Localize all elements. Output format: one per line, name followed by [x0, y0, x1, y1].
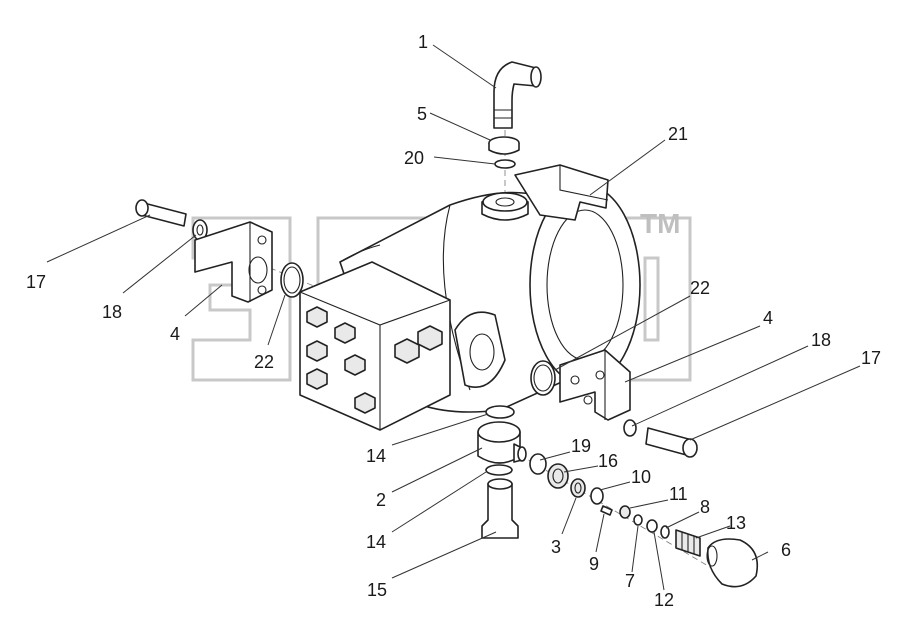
part-20-o-ring [494, 159, 516, 169]
callout-11: 11 [669, 484, 688, 504]
part-14-top-o-ring [485, 405, 515, 419]
callout-2: 2 [376, 490, 386, 510]
part-21-bracket [514, 164, 609, 221]
callout-15: 15 [367, 580, 387, 600]
part-6-cap [706, 538, 759, 588]
part-12-washer [646, 519, 658, 533]
housing-flange [454, 311, 506, 388]
part-2-banjo-fitting [477, 421, 527, 464]
bolt-heads [306, 306, 443, 414]
callout-14-top: 14 [366, 446, 386, 466]
callout-6: 6 [781, 540, 791, 560]
part-18-left-washer [192, 219, 208, 241]
callout-22-left: 22 [254, 352, 274, 372]
part-22-left-seal [280, 262, 304, 298]
callout-3: 3 [551, 537, 561, 557]
callout-4-right: 4 [763, 308, 773, 328]
part-22-right-seal [530, 360, 556, 396]
callout-18-left: 18 [102, 302, 122, 322]
part-15-banjo-bolt [481, 478, 519, 539]
callout-17-right: 17 [861, 348, 881, 368]
part-5-nut [488, 136, 520, 155]
part-4-right-bracket [559, 349, 631, 421]
callout-14-bottom: 14 [366, 532, 386, 552]
callout-5: 5 [417, 104, 427, 124]
callout-21: 21 [668, 124, 688, 144]
part-18-right-washer [623, 419, 637, 437]
callout-16: 16 [598, 451, 618, 471]
part-4-left-bracket [194, 221, 273, 303]
callout-17-left: 17 [26, 272, 46, 292]
callout-20: 20 [404, 148, 424, 168]
callout-22-right: 22 [690, 278, 710, 298]
part-11-spring [619, 505, 631, 519]
part-9-pin [600, 505, 613, 516]
part-13-threaded-body [675, 529, 701, 557]
part-17-right-bolt [645, 427, 698, 458]
callout-8: 8 [700, 497, 710, 517]
callout-10: 10 [631, 467, 651, 487]
top-port-boss [481, 192, 529, 221]
part-3-ring [570, 478, 586, 498]
callout-18-right: 18 [811, 330, 831, 350]
leader-lines [46, 44, 861, 591]
part-1-elbow-fitting [493, 61, 542, 129]
callout-1: 1 [418, 32, 428, 52]
callout-19: 19 [571, 436, 591, 456]
callout-13: 13 [726, 513, 746, 533]
part-8-seal [660, 525, 670, 539]
callout-12: 12 [654, 590, 674, 610]
watermark-tm: TM [640, 208, 680, 239]
callout-7: 7 [625, 571, 635, 591]
part-17-left-bolt [135, 199, 187, 227]
part-16-sleeve [547, 463, 569, 489]
valve-block [299, 261, 451, 431]
callout-9: 9 [589, 554, 599, 574]
callout-labels: 1 5 20 21 17 18 4 22 22 4 18 17 14 19 16… [26, 32, 881, 610]
callout-4-left: 4 [170, 324, 180, 344]
part-14-bottom-o-ring [485, 464, 513, 476]
part-7-ball [633, 514, 643, 526]
part-10-o-ring [590, 487, 604, 505]
part-19-o-ring [529, 453, 547, 475]
